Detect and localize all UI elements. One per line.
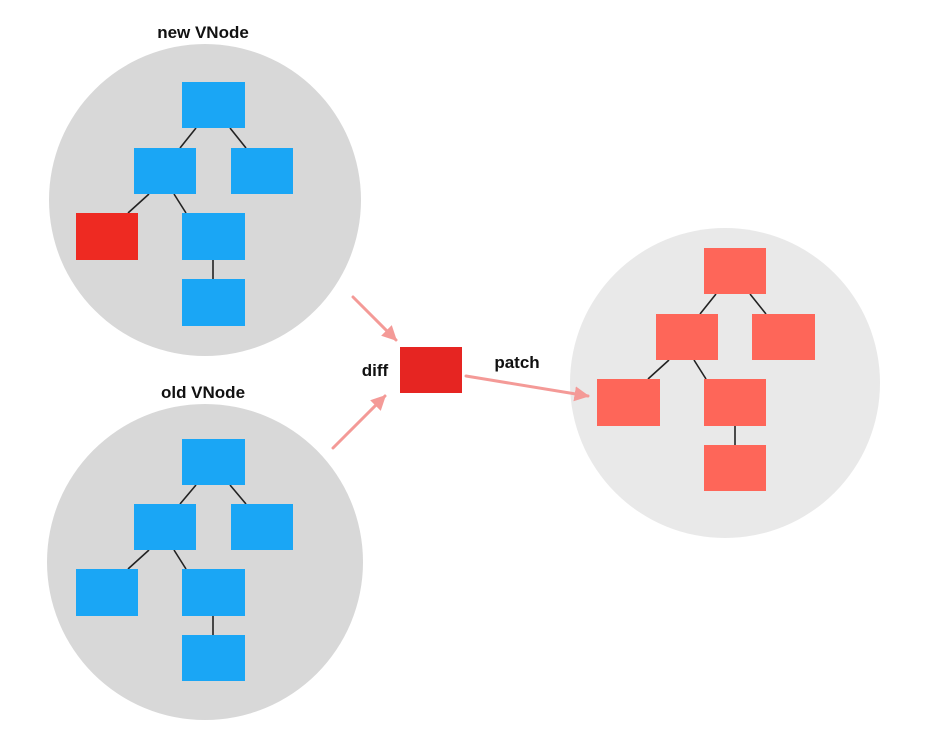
diff-label: diff (362, 361, 389, 380)
new-node-left (134, 148, 196, 194)
new-node-right (231, 148, 293, 194)
patched-edge-root-right (749, 293, 767, 315)
old-node-right (231, 504, 293, 550)
old-edge-left-leaf (127, 549, 150, 570)
old-vnode-label: old VNode (161, 383, 245, 402)
old-node-leaf (76, 569, 138, 616)
old-edge-root-left (179, 484, 197, 505)
new-vnode-edges (127, 127, 247, 279)
new-to-diff-arrow (351, 295, 398, 342)
patched-node-right (752, 314, 815, 360)
old-to-diff-arrow (331, 394, 387, 450)
new-node-child (182, 213, 245, 260)
new-edge-left-child (173, 193, 187, 214)
patched-node-child (704, 379, 766, 426)
new-vnode-circle (49, 44, 361, 356)
new-edge-left-leaf (127, 193, 150, 214)
diff-to-patch-arrow (464, 374, 590, 402)
old-node-child (182, 569, 245, 616)
patched-edge-left-leaf (647, 359, 670, 380)
new-node-root (182, 82, 245, 128)
patched-edge-left-child (693, 359, 707, 380)
new-node-changed (76, 213, 138, 260)
new-edge-root-right (229, 127, 247, 149)
new-node-bottom (182, 279, 245, 326)
old-vnode-edges (127, 484, 247, 635)
flow-arrows (331, 295, 590, 450)
patched-node-leaf (597, 379, 660, 426)
patched-edge-root-left (699, 293, 717, 315)
old-edge-root-right (229, 484, 247, 505)
old-vnode-circle (47, 404, 363, 720)
diff-box (400, 347, 462, 393)
new-edge-root-left (179, 127, 197, 149)
patched-node-left (656, 314, 718, 360)
new-vnode-label: new VNode (157, 23, 249, 42)
old-node-root (182, 439, 245, 485)
patched-node-root (704, 248, 766, 294)
old-node-bottom (182, 635, 245, 681)
patch-label: patch (494, 353, 539, 372)
old-node-left (134, 504, 196, 550)
patched-tree-edges (647, 293, 767, 445)
old-edge-left-child (173, 549, 187, 570)
patched-node-bottom (704, 445, 766, 491)
